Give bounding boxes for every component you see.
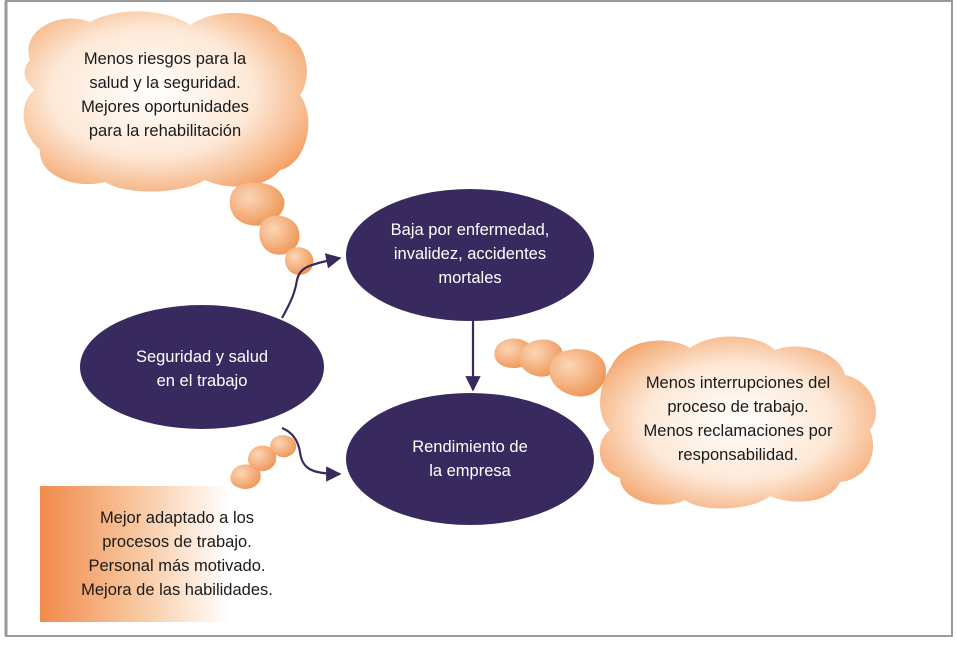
health-benefit-cloud <box>23 11 309 192</box>
health-cloud-tail <box>229 182 314 276</box>
process-benefit-cloud <box>599 336 876 509</box>
text-line: en el trabajo <box>156 372 248 390</box>
node-safety-ellipse <box>80 305 324 429</box>
text-line: Mejores oportunidades <box>81 98 249 116</box>
text-line: invalidez, accidentes <box>393 245 547 263</box>
process-benefit-text: Menos interrupciones del proceso de trab… <box>608 371 868 467</box>
node-safety-text: Seguridad y salud en el trabajo <box>97 345 307 393</box>
text-line: Personal más motivado. <box>88 557 266 575</box>
text-line: para la rehabilitación <box>88 122 242 140</box>
text-line: Rendimiento de <box>412 438 528 456</box>
health-benefit-text: Menos riesgos para la salud y la segurid… <box>40 47 290 143</box>
text-line: procesos de trabajo. <box>102 533 252 551</box>
process-cloud-tail <box>494 338 607 397</box>
node-performance-text: Rendimiento de la empresa <box>360 435 580 483</box>
node-performance-ellipse <box>346 393 594 525</box>
staff-box-tail <box>230 435 297 490</box>
staff-benefit-text: Mejor adaptado a los procesos de trabajo… <box>42 506 312 602</box>
text-line: la empresa <box>429 462 511 480</box>
text-line: salud y la seguridad. <box>89 74 241 92</box>
text-line: responsabilidad. <box>677 446 799 464</box>
text-line: Menos reclamaciones por <box>643 422 833 440</box>
node-sick-leave-ellipse <box>346 189 594 321</box>
node-sick-leave-text: Baja por enfermedad, invalidez, accident… <box>360 218 580 290</box>
text-line: proceso de trabajo. <box>667 398 809 416</box>
text-line: Mejor adaptado a los <box>99 509 255 527</box>
text-line: mortales <box>438 269 502 287</box>
text-line: Mejora de las habilidades. <box>81 581 273 599</box>
staff-benefit-box <box>40 486 310 622</box>
text-line: Menos riesgos para la <box>83 50 247 68</box>
text-line: Seguridad y salud <box>135 348 269 366</box>
arrow-safety-to-performance <box>281 426 342 482</box>
text-line: Menos interrupciones del <box>645 374 831 392</box>
arrow-safety-to-sick-leave <box>281 253 342 319</box>
text-line: Baja por enfermedad, <box>390 221 550 239</box>
